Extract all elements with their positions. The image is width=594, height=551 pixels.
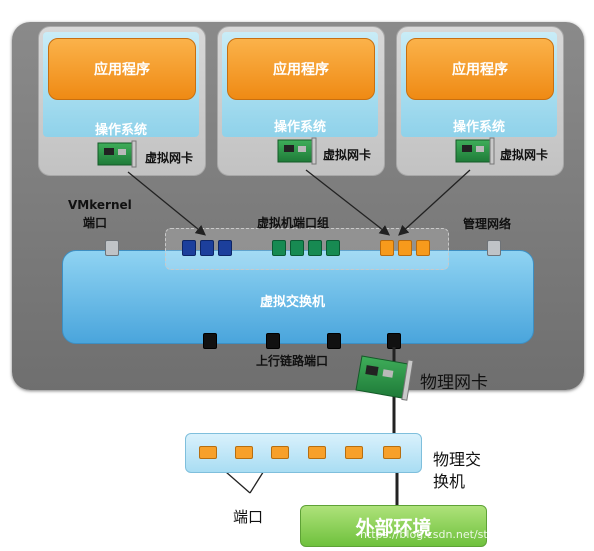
vm-port-green-1 bbox=[272, 240, 286, 256]
vm-3-app-label: 应用程序 bbox=[452, 62, 508, 78]
vm-3-application: 应用程序 bbox=[406, 38, 554, 100]
vm-port-blue-2 bbox=[200, 240, 214, 256]
vm-3-to-port-arrow bbox=[398, 169, 471, 236]
physical-switch-label-line1: 物理交 bbox=[433, 450, 482, 469]
vmkernel-label-line2: 端口 bbox=[83, 216, 108, 230]
vmkernel-port bbox=[105, 240, 119, 256]
physical-nic-label: 物理网卡 bbox=[420, 373, 488, 393]
watermark: https://blog.csdn.net/strangeboy bbox=[360, 528, 540, 541]
vm-2-application: 应用程序 bbox=[227, 38, 375, 100]
vm-2-app-label: 应用程序 bbox=[273, 62, 329, 78]
vm-3-vnic-icon bbox=[455, 137, 495, 165]
physical-port-5 bbox=[345, 446, 363, 459]
vm-port-group-label: 虚拟机端口组 bbox=[257, 216, 330, 230]
virtual-switch bbox=[62, 250, 534, 344]
uplink-port-3 bbox=[327, 333, 341, 349]
vm-port-orange-3 bbox=[416, 240, 430, 256]
vm-port-orange-1 bbox=[380, 240, 394, 256]
vm-1-to-port-arrow bbox=[127, 171, 207, 236]
vm-1-app-label: 应用程序 bbox=[94, 62, 150, 78]
port-label: 端口 bbox=[233, 508, 264, 526]
physical-port-1 bbox=[199, 446, 217, 459]
management-network-label: 管理网络 bbox=[463, 217, 512, 231]
vm-2-vnic-label: 虚拟网卡 bbox=[323, 148, 372, 162]
vm-port-orange-2 bbox=[398, 240, 412, 256]
virtual-switch-label: 虚拟交换机 bbox=[260, 295, 326, 310]
vm-1-vnic-label: 虚拟网卡 bbox=[145, 151, 194, 165]
vmkernel-label: VMkernel bbox=[68, 198, 132, 212]
uplink-port-label: 上行链路端口 bbox=[256, 354, 329, 368]
vm-3-vnic-label: 虚拟网卡 bbox=[500, 148, 549, 162]
external-environment: 外部环境 bbox=[300, 505, 487, 547]
physical-switch bbox=[185, 433, 422, 473]
physical-port-4 bbox=[308, 446, 326, 459]
vm-port-green-4 bbox=[326, 240, 340, 256]
vm-2-vnic-icon bbox=[277, 137, 317, 165]
external-environment-label: 外部环境 bbox=[355, 516, 432, 539]
vm-1-application: 应用程序 bbox=[48, 38, 196, 100]
physical-port-3 bbox=[271, 446, 289, 459]
vm-1-os-label: 操作系统 bbox=[94, 123, 147, 138]
vm-2-to-port-arrow bbox=[305, 169, 391, 236]
vm-port-green-2 bbox=[290, 240, 304, 256]
management-port bbox=[487, 240, 501, 256]
uplink-port-2 bbox=[266, 333, 280, 349]
physical-nic-icon bbox=[355, 355, 414, 401]
uplink-port-1 bbox=[203, 333, 217, 349]
vm-port-blue-3 bbox=[218, 240, 232, 256]
vm-port-green-3 bbox=[308, 240, 322, 256]
vm-3-os-label: 操作系统 bbox=[452, 120, 505, 135]
vm-2-os-label: 操作系统 bbox=[273, 120, 326, 135]
physical-switch-label-line2: 换机 bbox=[433, 472, 466, 491]
vm-port-blue-1 bbox=[182, 240, 196, 256]
vm-1-vnic-icon bbox=[97, 140, 137, 168]
physical-port-6 bbox=[383, 446, 401, 459]
physical-port-2 bbox=[235, 446, 253, 459]
